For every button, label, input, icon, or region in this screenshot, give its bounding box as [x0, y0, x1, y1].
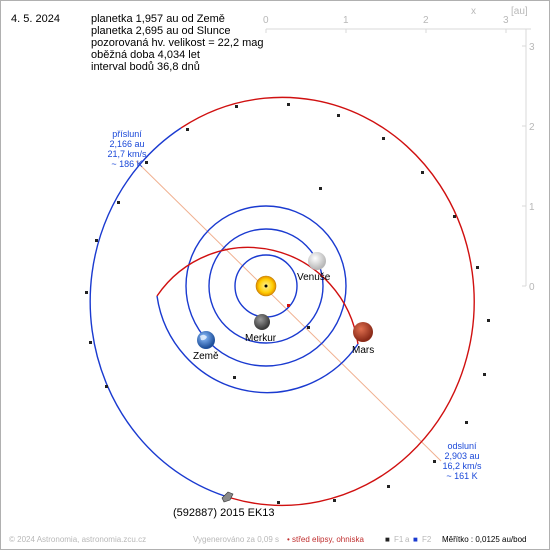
legend-f1-marker: ■: [385, 535, 390, 544]
asteroid-label: (592887) 2015 EK13: [173, 507, 275, 519]
generation-time: Vygenerováno za 0,09 s: [193, 535, 279, 544]
legend-a: a: [405, 535, 410, 544]
aphelion-info: odsluní 2,903 au 16,2 km/s ~ 161 K: [429, 441, 495, 481]
asteroid-info: planetka 1,957 au od Země planetka 2,695…: [91, 13, 264, 73]
earth-icon[interactable]: [197, 331, 215, 349]
asteroid-icon[interactable]: [221, 491, 234, 503]
x-axis: [265, 28, 531, 33]
perihelion-line: přísluní: [112, 129, 142, 139]
y-tick-label: 3: [529, 42, 535, 53]
copyright-link[interactable]: © 2024 Astronomia, astronomia.zcu.cz: [9, 535, 147, 544]
date-label: 4. 5. 2024: [11, 13, 60, 25]
scale-label: Měřítko : 0,0125 au/bod: [442, 535, 527, 544]
mars-label: Mars: [352, 345, 375, 356]
legend-center: • střed elipsy, ohniska: [287, 535, 364, 544]
y-tick-label: 0: [529, 282, 535, 293]
unit-label: [au]: [511, 6, 528, 17]
legend-f2-marker: ■: [413, 535, 418, 544]
info-line: pozorovaná hv. velikost = 22,2 mag: [91, 37, 264, 49]
asteroid-orbit-blue: [89, 127, 232, 499]
mars-orbit-red: [156, 246, 359, 345]
footer: © 2024 Astronomia, astronomia.zcu.cz Vyg…: [1, 533, 549, 549]
asteroid-position-markers: [85, 103, 490, 504]
mars-orbit-blue: [156, 295, 359, 394]
y-tick-label: 1: [529, 202, 535, 213]
x-tick-label: 3: [503, 15, 509, 26]
aphelion-line: 2,903 au: [444, 451, 480, 461]
earth-label: Země: [193, 351, 219, 362]
mars-icon[interactable]: [353, 322, 373, 342]
info-line: planetka 2,695 au od Slunce: [91, 25, 231, 37]
aphelion-line: ~ 161 K: [446, 471, 478, 481]
asteroid-orbit-red: [180, 96, 475, 507]
x-tick-label: 2: [423, 15, 429, 26]
venus-orbit: [208, 228, 324, 344]
mercury-icon[interactable]: [254, 314, 270, 330]
x-tick-label: 1: [343, 15, 349, 26]
x-axis-label: x: [471, 6, 476, 17]
perihelion-line: 2,166 au: [109, 139, 145, 149]
perihelion-info: přísluní 2,166 au 21,7 km/s ~ 186 K: [97, 129, 157, 169]
x-tick-label: 0: [263, 15, 269, 26]
info-line: planetka 1,957 au od Země: [91, 13, 225, 25]
sun-icon: [255, 275, 277, 297]
mercury-label: Merkur: [245, 333, 277, 344]
y-tick-label: 2: [529, 122, 535, 133]
aphelion-line: 16,2 km/s: [442, 461, 482, 471]
info-line: interval bodů 36,8 dnů: [91, 61, 200, 73]
info-line: oběžná doba 4,034 let: [91, 49, 200, 61]
legend-f1: F1: [394, 535, 404, 544]
venus-icon[interactable]: [308, 252, 326, 270]
y-axis: [522, 29, 527, 287]
legend-f2: F2: [422, 535, 432, 544]
perihelion-line: ~ 186 K: [111, 159, 143, 169]
apsis-line: [135, 160, 442, 462]
venus-label: Venuše: [297, 272, 331, 283]
perihelion-line: 21,7 km/s: [107, 149, 147, 159]
aphelion-line: odsluní: [447, 441, 477, 451]
earth-orbit: [185, 205, 347, 367]
